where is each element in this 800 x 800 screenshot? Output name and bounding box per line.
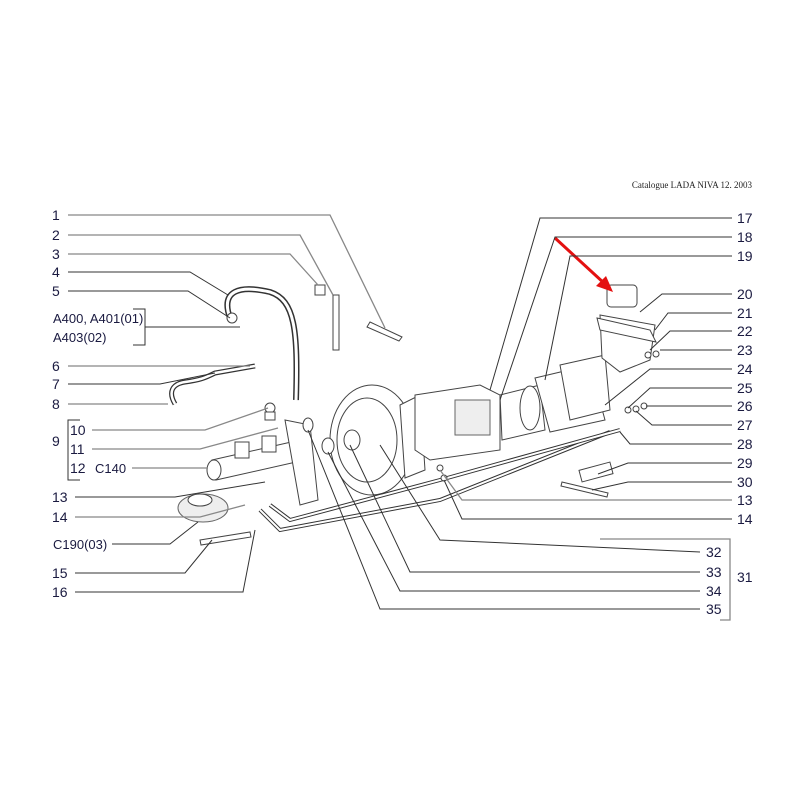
callout-28: 28: [737, 436, 753, 452]
callout-7: 7: [52, 376, 60, 392]
callout-1: 1: [52, 207, 60, 223]
left-callout-labels: 1 2 3 4 5 A400, A401(01) A403(02) 6 7 8 …: [52, 207, 143, 600]
callout-11: 11: [70, 441, 85, 457]
callout-13-right: 13: [737, 492, 753, 508]
callout-3: 3: [52, 246, 60, 262]
callout-8: 8: [52, 396, 60, 412]
callout-22: 22: [737, 323, 753, 339]
callout-2: 2: [52, 227, 60, 243]
callout-14-left: 14: [52, 509, 68, 525]
callout-19: 19: [737, 248, 753, 264]
callout-30: 30: [737, 474, 753, 490]
callout-33: 33: [706, 564, 722, 580]
callout-10: 10: [70, 422, 86, 438]
callout-31: 31: [737, 569, 753, 585]
right-callout-labels: 17 18 19 20 21 22 23 24 25 26 27 28 29 3…: [706, 210, 753, 617]
right-leader-lines: [307, 217, 732, 621]
callout-16: 16: [52, 584, 68, 600]
callout-27: 27: [737, 417, 753, 433]
callout-a403: A403(02): [53, 330, 106, 345]
parts-drawing: [169, 284, 660, 546]
callout-20: 20: [737, 286, 753, 302]
callout-18: 18: [737, 229, 753, 245]
left-leader-lines: [67, 214, 386, 593]
callout-17: 17: [737, 210, 753, 226]
callout-21: 21: [737, 305, 753, 321]
callout-14-right: 14: [737, 511, 753, 527]
callout-29: 29: [737, 455, 753, 471]
callout-6: 6: [52, 358, 60, 374]
callout-35: 35: [706, 601, 722, 617]
callout-24: 24: [737, 361, 753, 377]
callout-25: 25: [737, 380, 753, 396]
callout-23: 23: [737, 342, 753, 358]
callout-9: 9: [52, 433, 60, 449]
callout-32: 32: [706, 544, 722, 560]
callout-34: 34: [706, 583, 722, 599]
callout-5: 5: [52, 283, 60, 299]
callout-4: 4: [52, 264, 60, 280]
callout-12: 12: [70, 460, 86, 476]
callout-a400-a401: A400, A401(01): [53, 311, 143, 326]
callout-c190: C190(03): [53, 537, 107, 552]
red-arrow-icon: [553, 236, 613, 292]
callout-15: 15: [52, 565, 68, 581]
catalogue-header: Catalogue LADA NIVA 12. 2003: [632, 180, 753, 190]
callout-26: 26: [737, 398, 753, 414]
callout-13-left: 13: [52, 489, 68, 505]
callout-c140: C140: [95, 461, 126, 476]
